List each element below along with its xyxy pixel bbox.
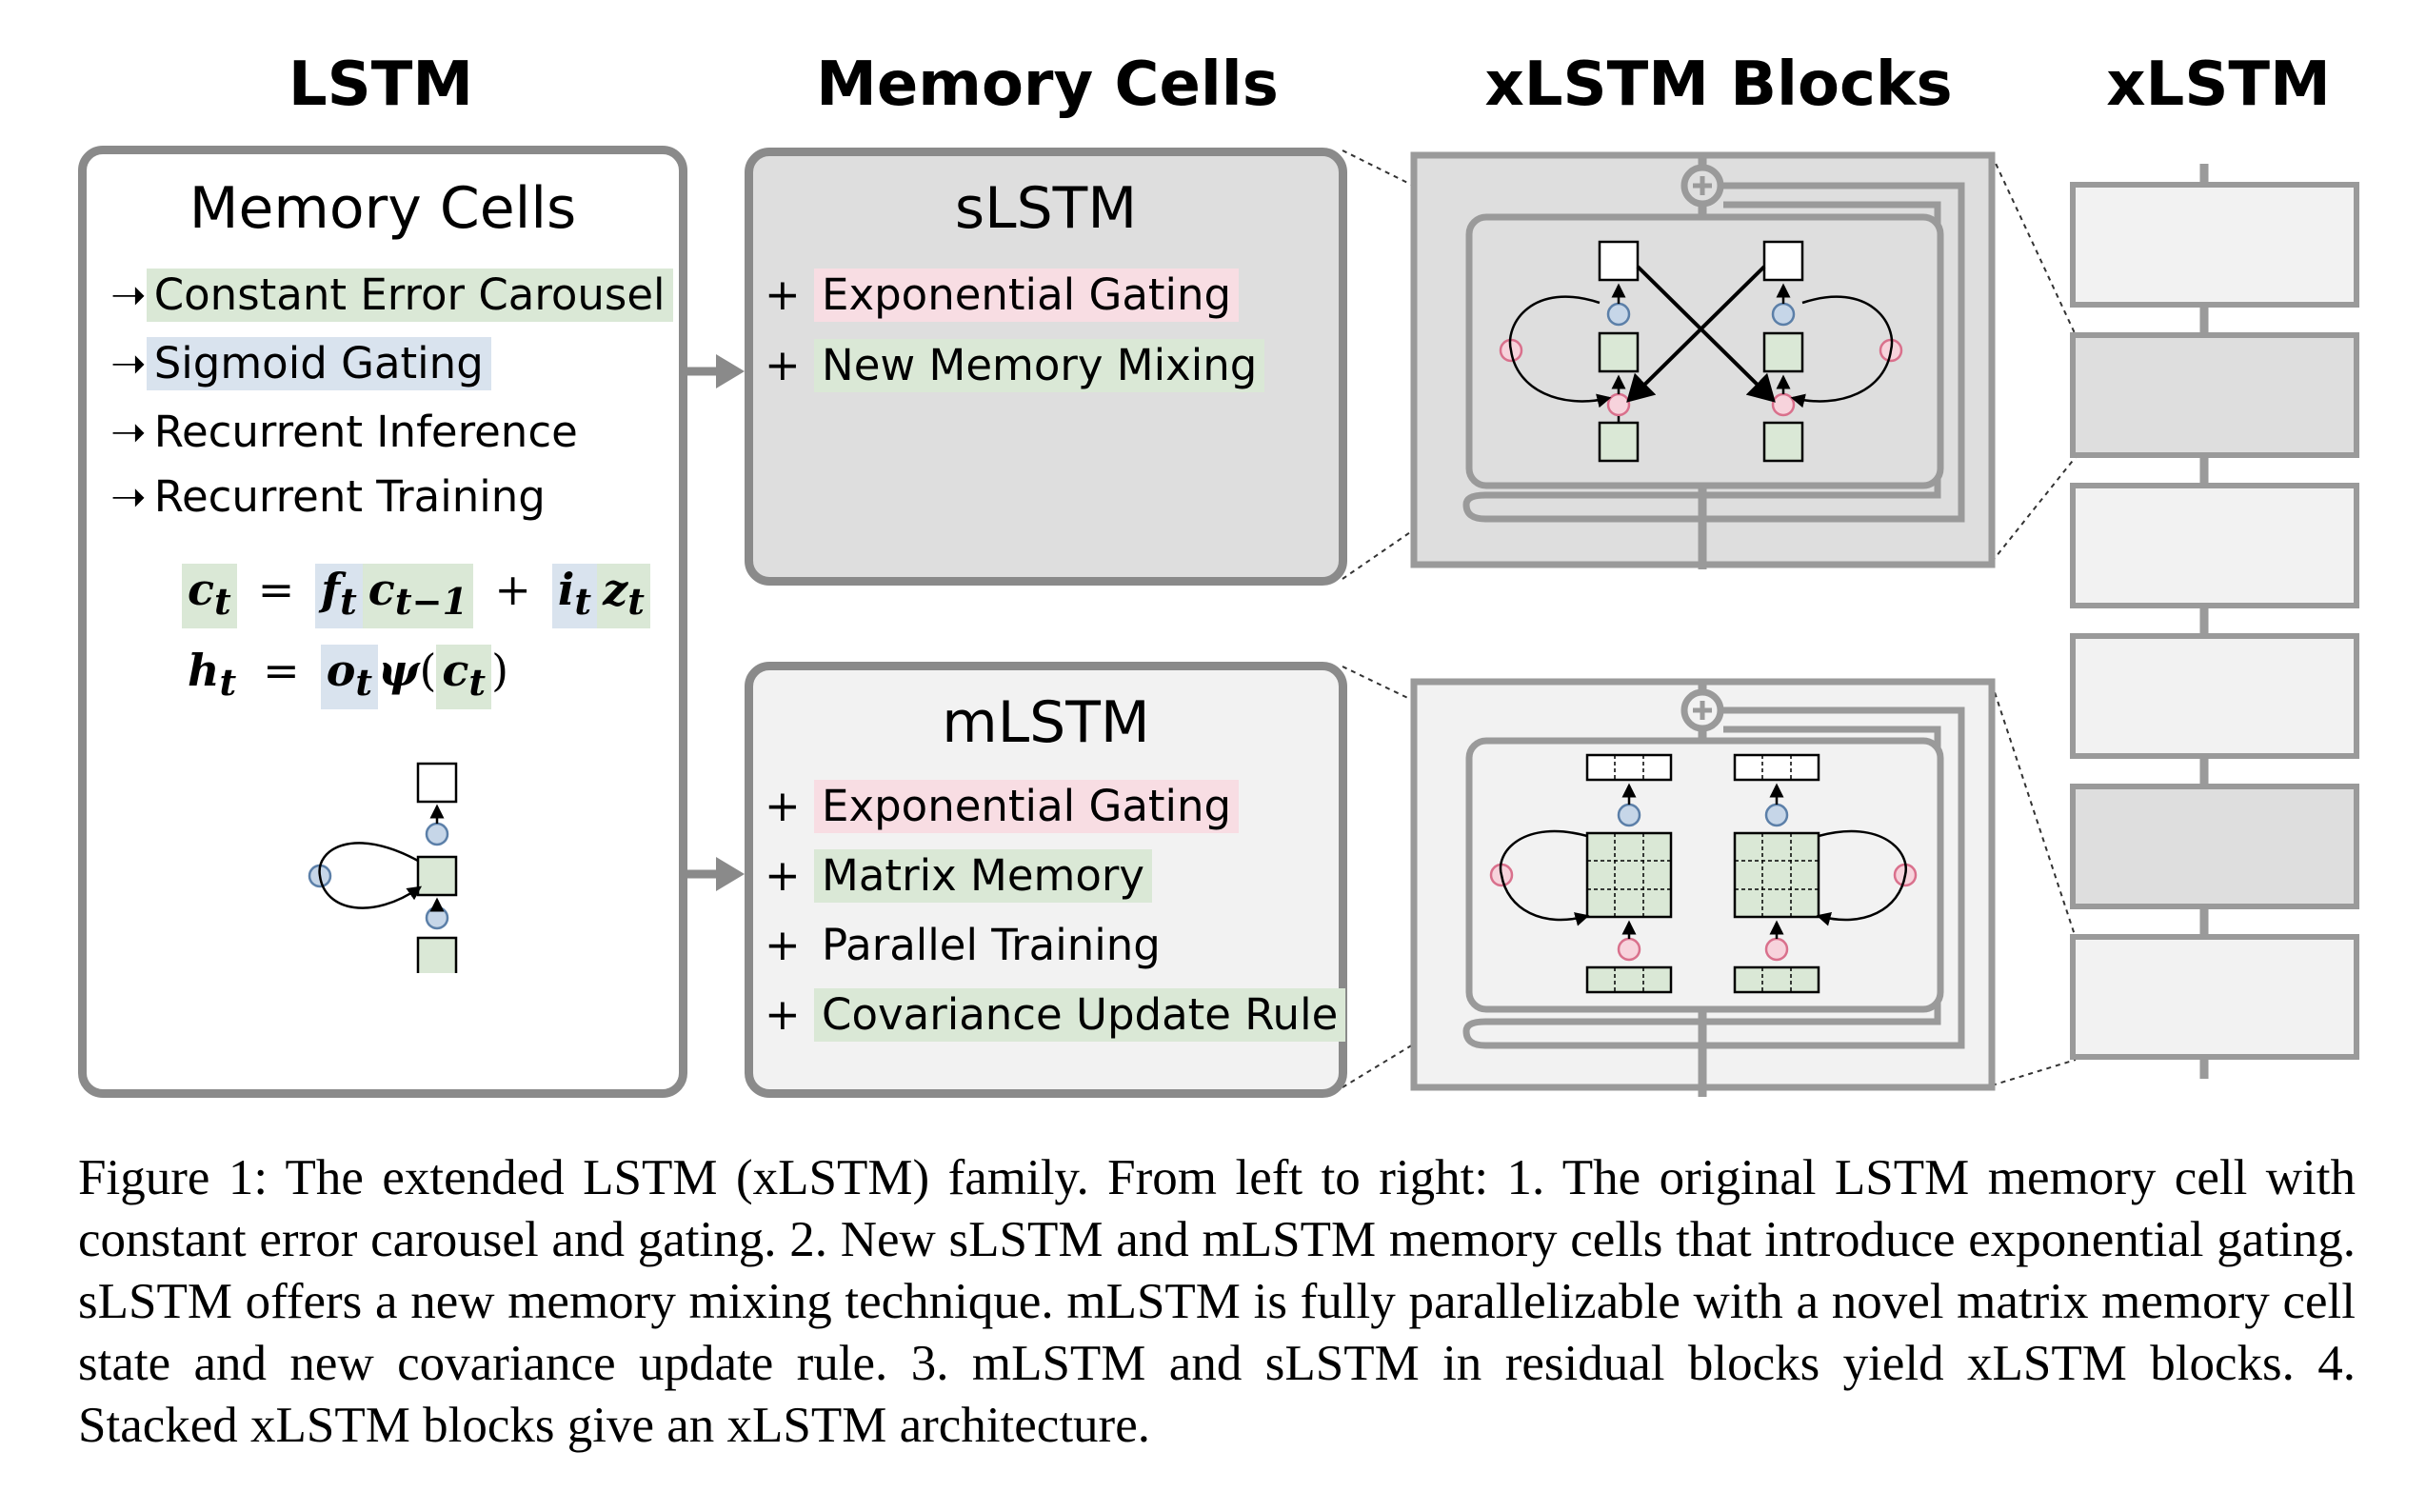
lstm-item-recurrent-inference: ➝Recurrent Inference: [110, 407, 578, 457]
mlstm-item-exponential-gating: + Exponential Gating: [765, 780, 1240, 833]
column-title-xlstm: xLSTM: [2106, 50, 2331, 120]
xlstm-stack-block: [2070, 483, 2359, 608]
xlstm-block-mlstm: [1410, 678, 1996, 1097]
column-title-memory-cells: Memory Cells: [816, 50, 1279, 120]
mlstm-item-parallel-training: + Parallel Training: [765, 920, 1161, 970]
lstm-cell-diagram: [308, 762, 458, 973]
lstm-item-recurrent-training: ➝Recurrent Training: [110, 471, 546, 522]
figure-caption: Figure 1: The extended LSTM (xLSTM) fami…: [78, 1150, 2356, 1453]
xlstm-stack-block: [2070, 784, 2359, 909]
slstm-item-new-memory-mixing: + New Memory Mixing: [765, 339, 1265, 392]
xlstm-stack-block: [2070, 934, 2359, 1060]
mlstm-box: mLSTM + Exponential Gating + Matrix Memo…: [745, 662, 1347, 1098]
xlstm-stack: [2070, 164, 2359, 1079]
xlstm-stack-block: [2070, 332, 2359, 458]
lstm-box-title: Memory Cells: [189, 175, 577, 242]
column-title-lstm: LSTM: [288, 50, 474, 120]
xlstm-stack-block: [2070, 633, 2359, 759]
mlstm-item-matrix-memory: + Matrix Memory: [765, 849, 1153, 903]
lstm-item-constant-error-carousel: ➝Constant Error Carousel: [110, 269, 673, 322]
mlstm-title: mLSTM: [942, 689, 1150, 756]
slstm-title: sLSTM: [954, 175, 1138, 242]
lstm-to-slstm-arrow: [684, 354, 745, 388]
xlstm-stack-block: [2070, 182, 2359, 308]
lstm-memory-cell-box: Memory Cells ➝Constant Error Carousel ➝S…: [78, 146, 687, 1098]
xlstm-block-slstm: [1410, 151, 1996, 569]
slstm-box: sLSTM + Exponential Gating + New Memory …: [745, 148, 1347, 586]
mlstm-item-covariance-update-rule: + Covariance Update Rule: [765, 988, 1346, 1042]
slstm-item-exponential-gating: + Exponential Gating: [765, 269, 1240, 322]
column-title-xlstm-blocks: xLSTM Blocks: [1484, 50, 1953, 120]
lstm-to-mlstm-arrow: [684, 857, 745, 891]
lstm-item-sigmoid-gating: ➝Sigmoid Gating: [110, 337, 491, 390]
